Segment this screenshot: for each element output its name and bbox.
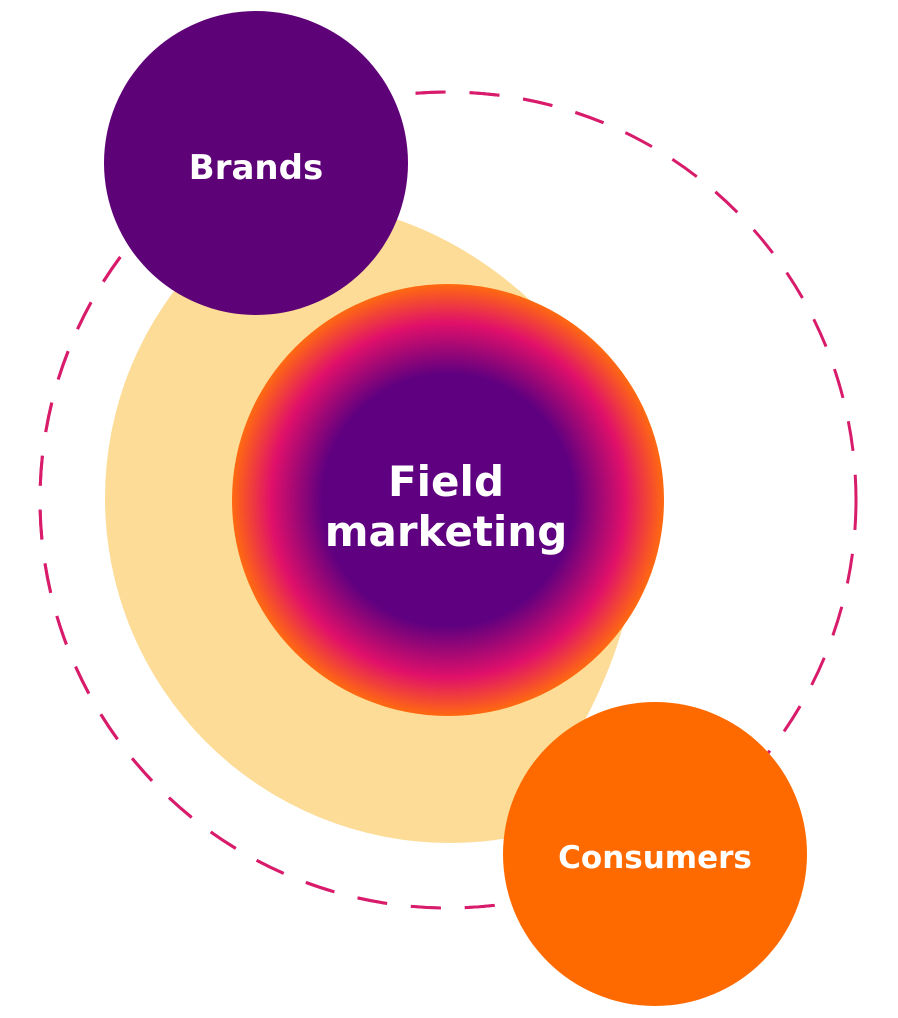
field-marketing-node: Field marketing (232, 284, 664, 716)
consumers-label: Consumers (558, 840, 752, 876)
field-marketing-circle (232, 284, 664, 716)
field-marketing-label-line2: marketing (325, 507, 568, 556)
consumers-circle (503, 702, 807, 1006)
dashed-orbit-ring-overlay (38, 90, 858, 910)
brands-node: Brands (104, 11, 408, 315)
field-marketing-label-line1: Field (388, 457, 504, 506)
brands-label: Brands (189, 148, 323, 188)
orbit-band-cutout (300, 130, 898, 760)
brands-circle (104, 11, 408, 315)
consumers-node: Consumers (503, 702, 807, 1006)
